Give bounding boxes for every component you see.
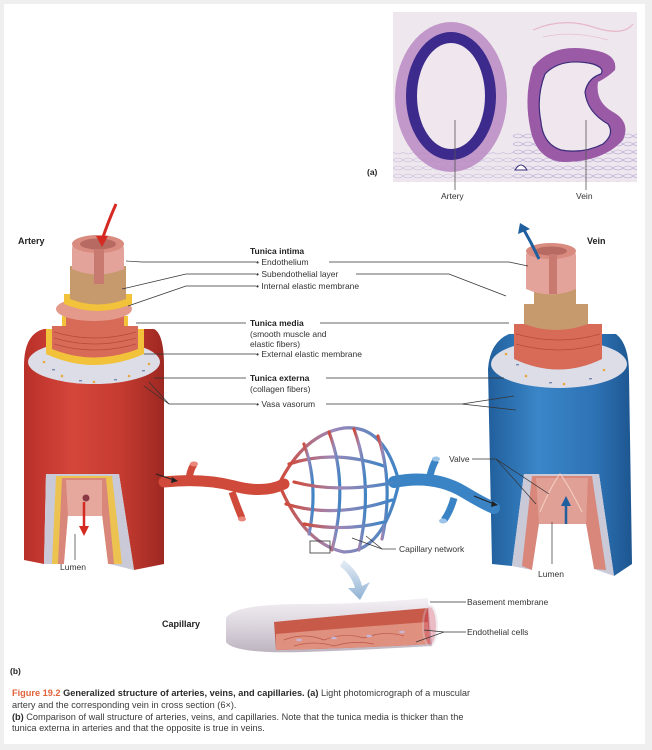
artery-illustration [24, 203, 164, 570]
panel-b-label: (b) [10, 666, 21, 676]
artery-tunica-externa [24, 329, 164, 570]
caption-figure-number: Figure 19.2 [12, 688, 61, 698]
label-tunica-externa: Tunica externa [250, 373, 310, 383]
label-endothelium: • Endothelium [256, 257, 309, 267]
zoom-down-arrow [340, 560, 370, 600]
vein-title: Vein [587, 236, 606, 246]
label-valve: Valve [449, 454, 470, 464]
photomicrograph [393, 12, 637, 182]
label-external-elastic-membrane: • External elastic membrane [256, 349, 362, 359]
label-lumen-vein: Lumen [538, 569, 564, 579]
caption-part-a-text: Light photomicrograph of a muscular arte… [12, 688, 471, 710]
capillary-network-drawing [155, 426, 500, 600]
label-internal-elastic-membrane: • Internal elastic membrane [256, 281, 360, 291]
label-capillary-network: Capillary network [399, 544, 465, 554]
leader-lines [121, 260, 550, 643]
figure-page: (a) Artery Vein [4, 4, 645, 744]
label-basement-membrane: Basement membrane [467, 597, 549, 607]
label-endothelial-cells: Endothelial cells [467, 627, 529, 637]
vein-illustration [488, 223, 632, 576]
figure-caption: Figure 19.2 Generalized structure of art… [12, 688, 482, 735]
panel-a-label: (a) [367, 167, 378, 177]
vessel-illustration [24, 203, 632, 653]
label-tunica-externa-desc: (collagen fibers) [250, 384, 311, 394]
vein-tunica-externa [488, 334, 632, 576]
capillary-detail [226, 598, 438, 653]
artery-title: Artery [18, 236, 45, 246]
label-tunica-media-desc-2: elastic fibers) [250, 339, 301, 349]
photomicrograph-image [393, 12, 637, 182]
label-tunica-media-desc-1: (smooth muscle and [250, 329, 327, 339]
vein-lumen [538, 61, 612, 152]
capillary-zoom-box [309, 540, 331, 554]
label-vasa-vasorum: • Vasa vasorum [256, 399, 316, 409]
label-subendothelial-layer: • Subendothelial layer [256, 269, 339, 279]
label-tunica-intima: Tunica intima [250, 246, 305, 256]
label-lumen-artery: Lumen [60, 562, 86, 572]
caption-part-b-text: Comparison of wall structure of arteries… [12, 711, 464, 734]
artery-lumen [417, 43, 485, 149]
label-tunica-media: Tunica media [250, 318, 304, 328]
photo-label-vein: Vein [576, 191, 593, 201]
caption-title: Generalized structure of arteries, veins… [63, 688, 305, 698]
caption-part-b-label: (b) [12, 711, 24, 722]
caption-part-a-label: (a) [307, 688, 319, 698]
artery-inflow-arrow [100, 203, 118, 241]
vein-outflow-arrow [522, 229, 541, 260]
capillary-title: Capillary [162, 619, 201, 629]
photo-label-artery: Artery [441, 191, 464, 201]
